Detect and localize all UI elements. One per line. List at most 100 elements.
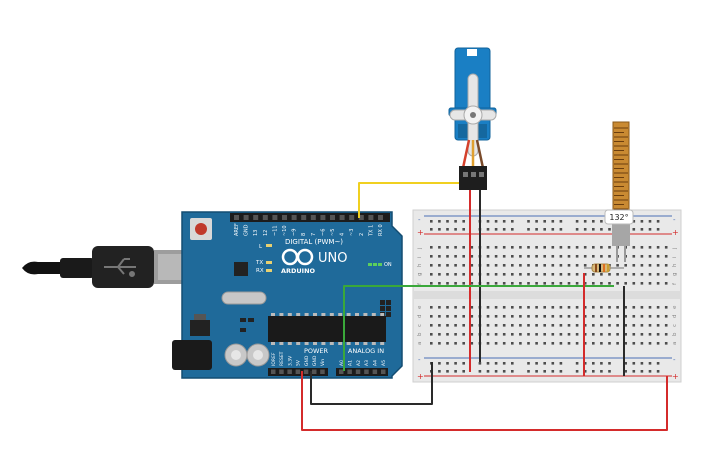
wire-black-gnd — [310, 362, 433, 405]
digital-pin-hole[interactable] — [282, 215, 287, 220]
row-letter: d — [672, 315, 678, 319]
power-pin-hole[interactable] — [303, 369, 309, 375]
digital-pin-hole[interactable] — [291, 215, 297, 220]
digital-pin-hole[interactable] — [243, 215, 249, 220]
voltage-regulator — [190, 320, 210, 336]
servo-connector — [459, 166, 487, 190]
digital-pin-label: 8 — [301, 233, 307, 236]
digital-pin-hole[interactable] — [330, 215, 335, 220]
digital-pin-hole[interactable] — [378, 215, 383, 220]
usb-icon — [104, 258, 136, 277]
servo-label-sticker — [467, 49, 477, 56]
flex-angle-readout: 132° — [609, 213, 628, 222]
analog-pin-hole[interactable] — [339, 369, 344, 375]
digital-pin-hole[interactable] — [253, 215, 259, 220]
digital-pin-hole[interactable] — [320, 215, 326, 220]
power-pin-label: IOREF — [271, 352, 277, 366]
row-letter: i — [672, 256, 678, 258]
analog-header — [336, 368, 388, 376]
model-label: UNO — [318, 251, 347, 266]
row-letter: a — [417, 342, 423, 345]
brand-label: ARDUINO — [281, 267, 316, 275]
digital-pin-hole[interactable] — [368, 215, 374, 220]
power-pin-label: 5V — [296, 359, 302, 366]
wire-green-analog — [343, 285, 614, 371]
digital-pin-label: ~6 — [320, 229, 326, 236]
power-pin-hole[interactable] — [295, 369, 301, 375]
power-pin-hole[interactable] — [279, 369, 284, 375]
digital-pin-hole[interactable] — [358, 215, 364, 220]
digital-pin-label: RX 0 — [378, 224, 384, 236]
power-pin-hole[interactable] — [271, 369, 276, 375]
row-letter: g — [417, 273, 423, 277]
digital-pin-label: TX 1 — [368, 225, 374, 237]
led-rx-label: RX — [256, 268, 264, 274]
rail-minus-bottom-right: - — [673, 356, 676, 364]
digital-pin-label: 2 — [359, 233, 365, 236]
analog-pin-hole[interactable] — [355, 369, 361, 375]
analog-pin-hole[interactable] — [381, 369, 386, 375]
digital-pin-label: ~3 — [349, 229, 355, 236]
power-pin-hole[interactable] — [287, 369, 292, 375]
wire-red-5v — [301, 371, 668, 431]
led-rx — [266, 269, 272, 272]
analog-pin-label: A1 — [347, 360, 353, 366]
led-tx — [266, 261, 272, 264]
rail-minus-bottom-left: - — [418, 356, 421, 364]
analog-pin-hole[interactable] — [347, 369, 352, 375]
digital-pin-hole[interactable] — [262, 215, 268, 220]
power-pin-label: GND — [312, 355, 318, 366]
power-pin-label: GND — [304, 355, 310, 366]
row-letter: h — [672, 263, 678, 267]
analog-label: ANALOG IN — [348, 347, 384, 355]
analog-pin-label: A0 — [339, 360, 345, 366]
power-pin-label: Vin — [320, 359, 326, 366]
digital-pin-label: GND — [244, 224, 250, 236]
rail-plus-bottom-left: + — [417, 372, 424, 381]
digital-pin-hole[interactable] — [301, 215, 307, 220]
resistor[interactable] — [584, 263, 624, 273]
digital-pin-label: 7 — [311, 233, 317, 236]
row-letter: f — [417, 282, 423, 285]
row-letter: f — [672, 282, 678, 285]
digital-pin-label: ~11 — [272, 225, 278, 236]
analog-pin-label: A3 — [364, 360, 370, 366]
flex-sensor[interactable]: 132° — [604, 121, 634, 262]
row-letter: c — [672, 324, 678, 327]
digital-pin-hole[interactable] — [234, 215, 239, 220]
led-l-label: L — [259, 244, 263, 250]
analog-pin-hole[interactable] — [372, 369, 378, 375]
digital-pin-hole[interactable] — [339, 215, 345, 220]
digital-pin-label: ~9 — [292, 229, 298, 236]
rail-plus-bottom-right: + — [672, 372, 679, 381]
rail-minus-top-right: - — [673, 216, 676, 224]
row-letter: g — [672, 273, 678, 277]
digital-pin-label: 4 — [340, 233, 346, 236]
analog-pin-label: A2 — [356, 360, 362, 366]
power-pin-label: 3.3V — [287, 355, 293, 366]
row-letter: a — [672, 342, 678, 345]
row-letter: d — [417, 315, 423, 319]
row-letter: b — [672, 332, 678, 336]
analog-pin-hole[interactable] — [364, 369, 369, 375]
power-pin-hole[interactable] — [312, 369, 317, 375]
digital-pin-hole[interactable] — [310, 215, 316, 220]
arduino-logo-icon — [281, 248, 314, 266]
digital-pin-hole[interactable] — [272, 215, 278, 220]
rail-plus-top-right: + — [672, 228, 679, 237]
digital-header — [230, 213, 390, 222]
digital-pin-label: ~10 — [282, 225, 288, 236]
digital-pin-label: 13 — [253, 230, 259, 236]
servo-motor[interactable] — [448, 47, 497, 190]
wire-yellow-signal — [358, 182, 460, 218]
row-letter: e — [672, 305, 678, 309]
usb-cable — [22, 246, 194, 288]
atmega-chip — [268, 316, 386, 342]
usb-chip — [234, 262, 248, 276]
digital-pin-hole[interactable] — [349, 215, 355, 220]
power-pin-hole[interactable] — [320, 369, 325, 375]
power-label: POWER — [304, 347, 329, 355]
